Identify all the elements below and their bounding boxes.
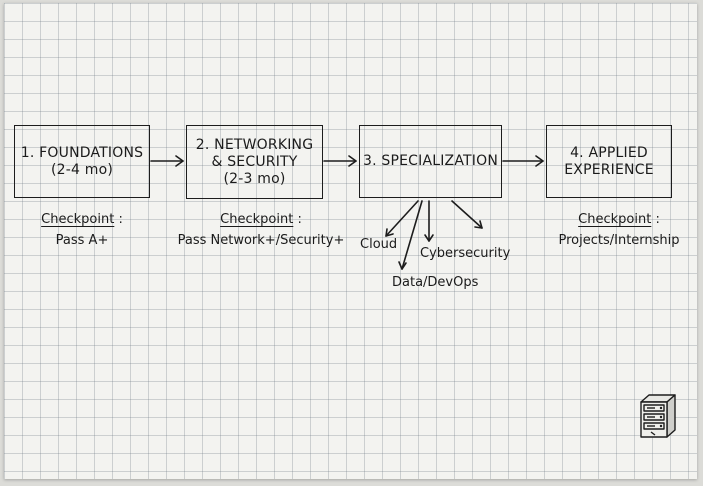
arrow-to-cybersecurity-center (424, 200, 434, 242)
checkpoint-foundations: Checkpoint : Pass A+ (14, 212, 150, 248)
arrow-to-data-devops (398, 200, 423, 270)
checkpoint-separator: : (114, 212, 123, 227)
checkpoint-value: Pass Network+/Security+ (177, 233, 345, 248)
stage-applied-box: 4. APPLIED EXPERIENCE (546, 125, 672, 198)
stage-foundations-box: 1. FOUNDATIONS (2-4 mo) (14, 125, 150, 198)
arrow-specialization-to-applied (502, 155, 544, 167)
checkpoint-title: Checkpoint (220, 212, 294, 227)
branch-data-devops-label: Data/DevOps (392, 275, 479, 290)
stage-foundations-label: 1. FOUNDATIONS (2-4 mo) (20, 144, 144, 178)
checkpoint-applied: Checkpoint : Projects/Internship (544, 212, 694, 248)
arrow-networking-to-specialization (323, 155, 357, 167)
checkpoint-separator: : (651, 212, 660, 227)
arrow-foundations-to-networking (150, 155, 184, 167)
branch-cloud-label: Cloud (360, 237, 398, 252)
stage-applied-label: 4. APPLIED EXPERIENCE (564, 144, 654, 178)
checkpoint-value: Pass A+ (55, 233, 109, 248)
server-rack-icon (640, 394, 676, 438)
checkpoint-separator: : (293, 212, 302, 227)
checkpoint-title: Checkpoint (41, 212, 115, 227)
stage-networking-label: 2. NETWORKING & SECURITY (2-3 mo) (195, 136, 314, 187)
grid-paper-sheet (4, 3, 697, 479)
checkpoint-networking: Checkpoint : Pass Network+/Security+ (176, 212, 346, 248)
stage-specialization-label: 3. SPECIALIZATION (362, 153, 499, 169)
checkpoint-title: Checkpoint (578, 212, 652, 227)
arrow-to-cybersecurity (451, 200, 483, 229)
checkpoint-value: Projects/Internship (558, 233, 680, 248)
branch-cybersecurity-label: Cybersecurity (420, 246, 511, 261)
arrow-to-cloud (385, 200, 419, 237)
stage-specialization-box: 3. SPECIALIZATION (359, 125, 502, 198)
stage-networking-box: 2. NETWORKING & SECURITY (2-3 mo) (186, 125, 323, 199)
